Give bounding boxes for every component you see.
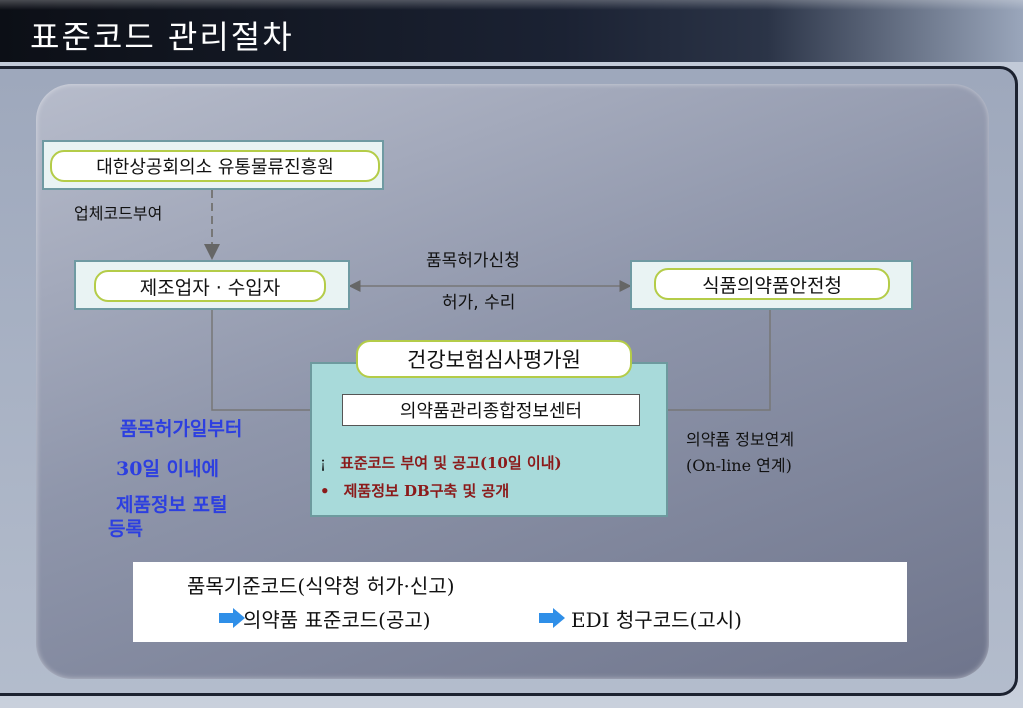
title-bar: 표준코드 관리절차 (0, 0, 1023, 62)
code-flow-line-1: 품목기준코드(식약청 허가·신고) (187, 574, 455, 598)
center-item-2-bullet: • (320, 482, 330, 500)
center-node: 의약품관리종합정보센터 (342, 394, 640, 426)
hira-box (310, 362, 668, 517)
center-item-2: • 제품정보 DB구축 및 공개 (320, 480, 509, 501)
page-title: 표준코드 관리절차 (30, 18, 294, 56)
chamber-node: 대한상공회의소 유통물류진흥원 (50, 150, 380, 182)
license-grant-label: 허가, 수리 (442, 293, 516, 313)
code-flow-box: 품목기준코드(식약청 허가·신고) 의약품 표준코드(공고) EDI 청구코드(… (133, 562, 907, 642)
flow-arrow-2-icon (539, 608, 565, 628)
center-item-1-bullet: ¡ (320, 454, 327, 472)
maker-to-center-line (211, 310, 342, 416)
code-flow-step-1: 의약품 표준코드(공고) (243, 608, 431, 632)
flow-arrow-1-icon (219, 608, 245, 628)
license-apply-label: 품목허가신청 (426, 251, 520, 271)
kfda-node: 식품의약품안전청 (654, 268, 890, 300)
center-item-1-text: 표준코드 부여 및 공고(10일 이내) (340, 454, 562, 472)
side-note-line-1: 품목허가일부터 (120, 418, 243, 440)
side-note-line-2: 30일 이내에 (116, 458, 219, 480)
kfda-to-center-line (638, 310, 771, 416)
center-item-1: ¡ 표준코드 부여 및 공고(10일 이내) (320, 452, 562, 473)
code-flow-step-2: EDI 청구코드(고시) (571, 608, 742, 632)
title-shine (0, 0, 1023, 10)
info-link-label-2: (On-line 연계) (686, 456, 792, 475)
info-link-label-1: 의약품 정보연계 (686, 430, 795, 449)
center-item-2-text: 제품정보 DB구축 및 공개 (343, 482, 510, 500)
side-note-line-3: 제품정보 포털 (116, 494, 228, 516)
company-code-label: 업체코드부여 (74, 204, 163, 223)
maker-node: 제조업자 · 수입자 (94, 270, 326, 302)
hira-node: 건강보험심사평가원 (356, 340, 632, 378)
side-note-line-4: 등록 (108, 518, 143, 540)
